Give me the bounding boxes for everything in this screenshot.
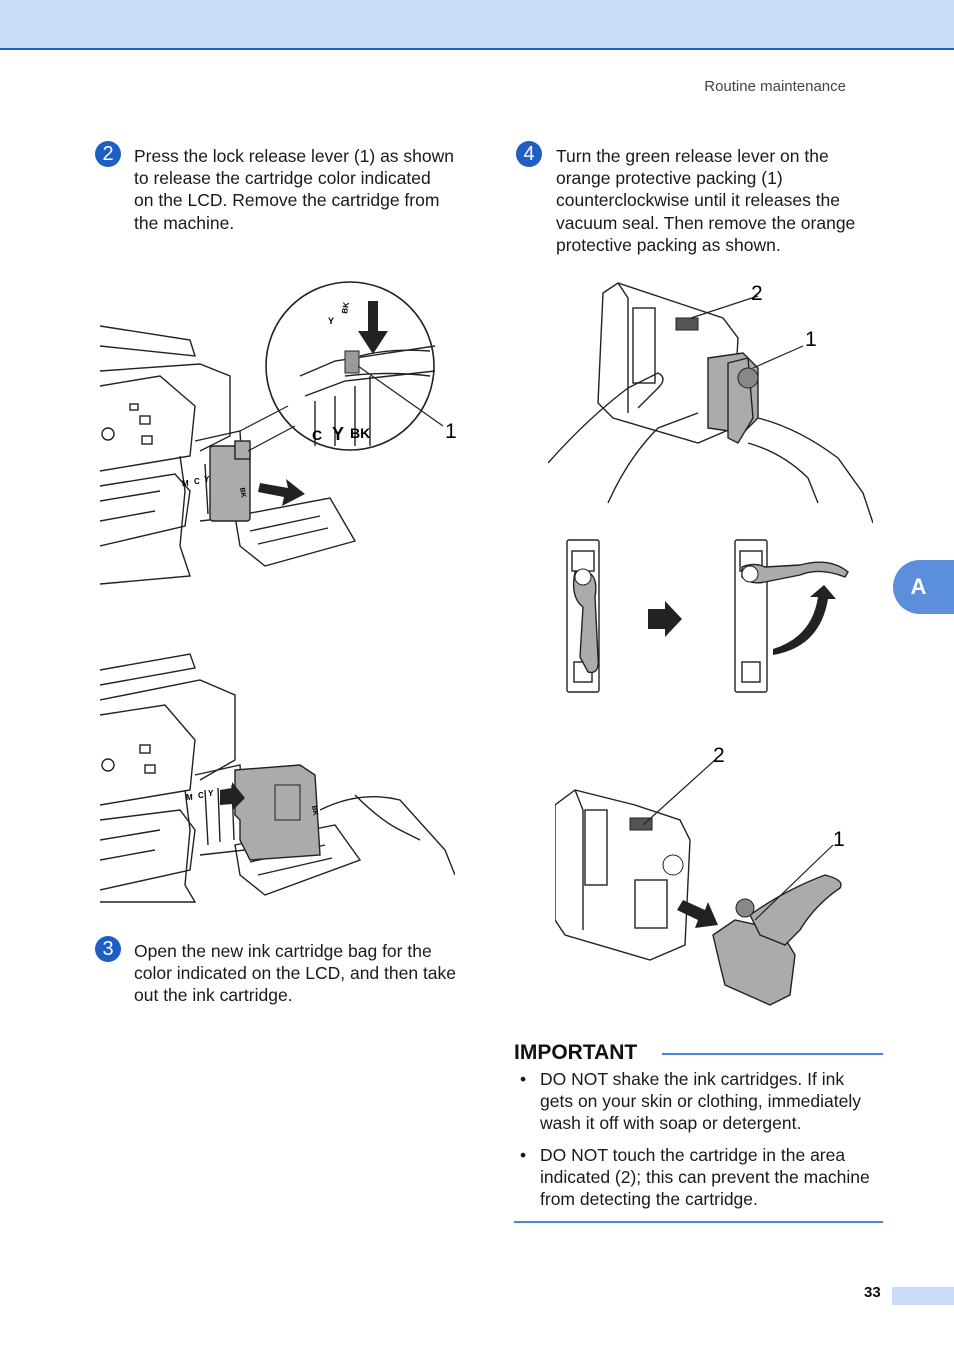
slot-label-y: Y bbox=[204, 475, 210, 484]
zoom-label-bk: BK bbox=[340, 301, 351, 314]
step-3-text: Open the new ink cartridge bag for the c… bbox=[134, 941, 457, 1006]
important-title: IMPORTANT bbox=[514, 1041, 638, 1064]
callout-1-top: 1 bbox=[805, 328, 817, 351]
slot-label-bk: BK bbox=[238, 487, 247, 498]
page-number: 33 bbox=[864, 1284, 881, 1301]
slot-label-c: C bbox=[194, 477, 200, 486]
bullet-icon: • bbox=[520, 1145, 527, 1165]
slot2-label-y: Y bbox=[208, 789, 214, 798]
important-bottom-rule bbox=[514, 1221, 883, 1223]
slot-label-m: M bbox=[182, 479, 189, 488]
important-title-rule bbox=[662, 1053, 883, 1055]
remove-packing-illustration: 2 1 bbox=[555, 744, 845, 1006]
slot2-label-m: M bbox=[186, 793, 193, 802]
step-4-badge: 4 bbox=[516, 141, 542, 167]
insert-cartridge-illustration: M C Y BK bbox=[100, 653, 455, 903]
callout-2-bottom: 2 bbox=[713, 744, 725, 767]
step-2-text: Press the lock release lever (1) as show… bbox=[134, 146, 454, 233]
zoom-label-y2: Y bbox=[332, 424, 344, 444]
chapter-tab: A bbox=[893, 560, 954, 614]
step-2-badge: 2 bbox=[95, 141, 121, 167]
zoom-label-bk2: BK bbox=[350, 425, 370, 441]
important-item-1-text: DO NOT shake the ink cartridges. If ink … bbox=[540, 1069, 861, 1134]
lever-rotation-illustration bbox=[566, 539, 849, 693]
step-4-text: Turn the green release lever on the oran… bbox=[556, 146, 856, 255]
twist-lever-illustration: 2 1 bbox=[548, 282, 873, 523]
callout-1-bottom: 1 bbox=[833, 828, 845, 851]
important-item-2: • DO NOT touch the cartridge in the area… bbox=[520, 1144, 882, 1211]
callout-1: 1 bbox=[445, 420, 457, 443]
important-item-1: • DO NOT shake the ink cartridges. If in… bbox=[520, 1068, 882, 1135]
important-item-2-text: DO NOT touch the cartridge in the area i… bbox=[540, 1145, 870, 1210]
zoom-label-c: C bbox=[312, 427, 322, 443]
header-band bbox=[0, 0, 954, 50]
callout-2-top: 2 bbox=[751, 282, 763, 305]
cartridge-label-bk: BK bbox=[310, 805, 319, 816]
section-header: Routine maintenance bbox=[704, 78, 846, 95]
remove-cartridge-illustration: M C Y BK Y BK C Y BK 1 bbox=[100, 281, 457, 585]
bullet-icon: • bbox=[520, 1069, 527, 1089]
slot2-label-c: C bbox=[198, 791, 204, 800]
page-number-tab bbox=[892, 1287, 954, 1305]
zoom-label-y: Y bbox=[328, 316, 334, 326]
step-3-badge: 3 bbox=[95, 936, 121, 962]
